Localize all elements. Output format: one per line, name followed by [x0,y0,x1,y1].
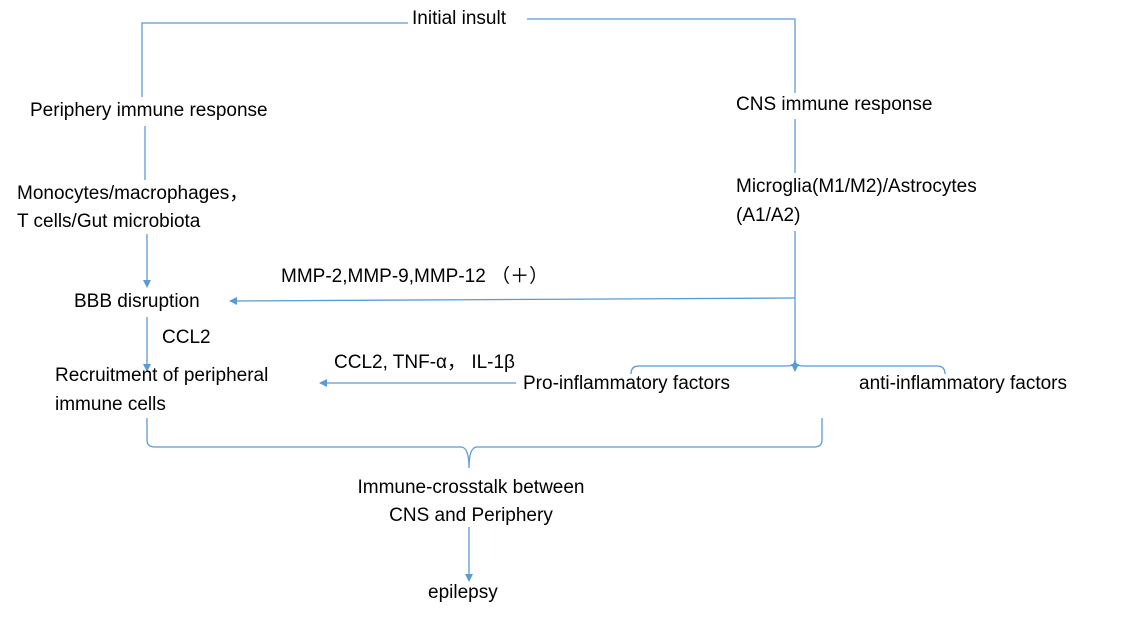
edge-insult-to-cns [527,18,796,93]
factors-brace [630,359,946,375]
edge-label-ccl2: CCL2 [162,327,211,348]
edge-mmp-to-bbb [229,296,796,305]
node-recruitment-line2: immune cells [55,394,166,415]
edge-label-cytokines: CCL2, TNF-α， IL-1β [334,352,515,373]
node-periphery-cells-line1: Monocytes/macrophages， [17,183,249,204]
node-cns-cells-line1: Microglia(M1/M2)/Astrocytes [736,176,977,197]
node-anti-inflammatory: anti-inflammatory factors [859,373,1068,394]
node-initial-insult: Initial insult [412,8,506,29]
node-cns-cells-line2: (A1/A2) [736,205,801,226]
node-bbb-disruption: BBB disruption [74,291,200,312]
node-epilepsy: epilepsy [428,582,498,603]
node-periphery-response: Periphery immune response [30,100,268,121]
node-crosstalk-line2: CNS and Periphery [389,505,553,526]
node-pro-inflammatory: Pro-inflammatory factors [523,373,730,394]
node-crosstalk-line1: Immune-crosstalk between [357,477,585,498]
node-cns-response: CNS immune response [736,94,933,115]
edge-label-mmp: MMP-2,MMP-9,MMP-12 （＋） [281,266,549,287]
node-recruitment-line1: Recruitment of peripheral [55,365,269,386]
crosstalk-brace [146,418,823,469]
node-periphery-cells-line2: T cells/Gut microbiota [17,211,201,232]
edge-insult-to-periphery [141,22,408,97]
